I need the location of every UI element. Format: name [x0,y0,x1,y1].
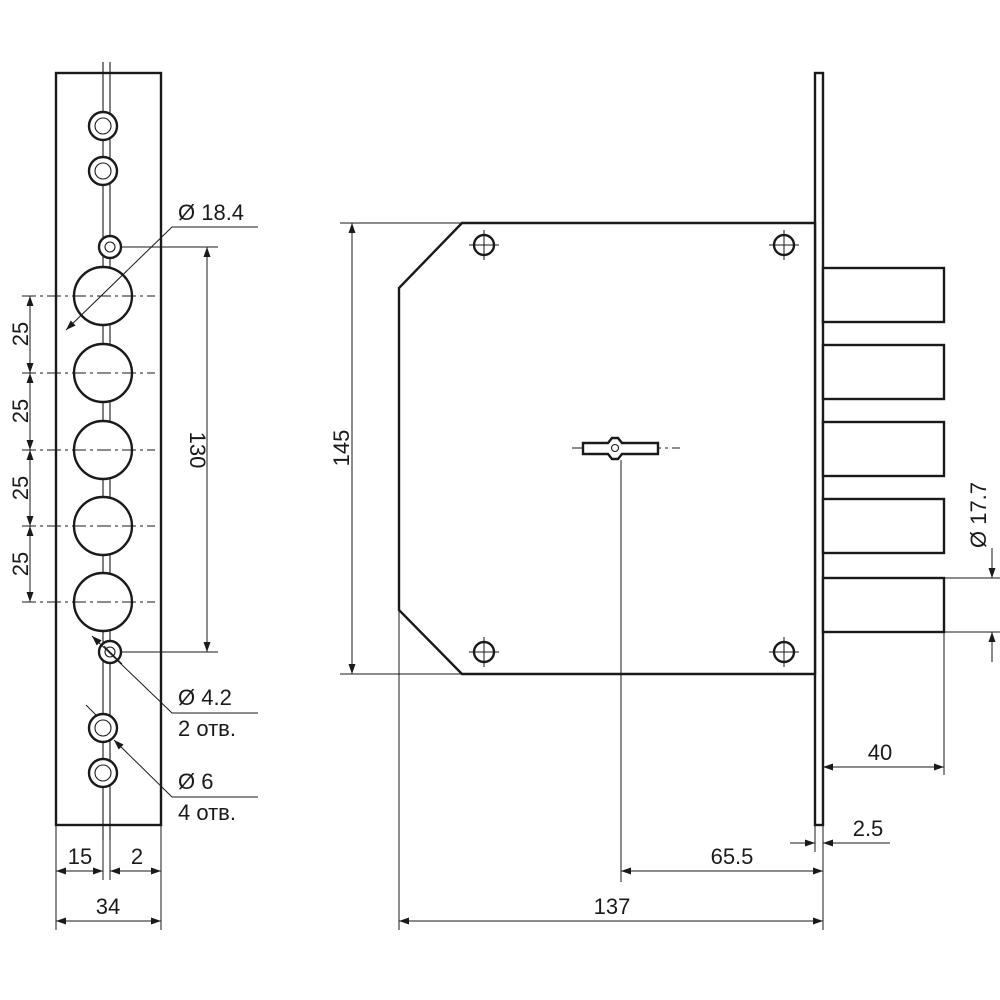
screw-hole-leader [113,739,258,798]
hole-diameter-leader [65,226,258,331]
mounting-hole [769,637,799,667]
faceplate-thickness-label: 2.5 [853,816,884,841]
width-right-label: 2 [131,844,143,869]
bolt [821,576,946,634]
pitch-total-label: 130 [185,432,210,469]
backset-label: 65.5 [711,844,754,869]
strike-plate-view: 25 25 25 25 130 Ø 18.4 Ø 4.2 2 отв. Ø 6 … [8,62,258,930]
small-hole-diameter-label: Ø 4.2 [178,685,232,710]
hole-diameter-label: Ø 18.4 [178,200,244,225]
spacing-label-3: 25 [8,476,33,500]
spacing-label-1: 25 [8,322,33,346]
depth-label: 137 [594,894,631,919]
screw-hole [87,757,119,789]
lock-body-view: 145 Ø 17.7 40 2.5 65.5 137 [329,71,1000,930]
bolt-projection-label: 40 [868,740,892,765]
mounting-hole [769,230,799,260]
screw-hole-count-label: 4 отв. [178,800,236,825]
bolt [821,497,946,555]
screw-hole [87,110,119,142]
screw-hole-diameter-label: Ø 6 [178,769,213,794]
bolt-diameter-label: Ø 17.7 [966,482,991,548]
width-left-label: 15 [68,844,92,869]
spacing-label-4: 25 [8,552,33,576]
small-hole [97,234,123,260]
bolt [821,266,946,324]
mounting-hole [469,230,499,260]
height-label: 145 [329,430,354,467]
width-total-label: 34 [96,894,120,919]
screw-hole [87,155,119,187]
keyhole [572,436,680,461]
spacing-label-2: 25 [8,399,33,423]
mounting-hole [469,637,499,667]
bolt [821,343,946,401]
small-hole-leader [91,635,258,714]
screw-hole [87,712,119,744]
small-hole-count-label: 2 отв. [178,716,236,741]
bolt [821,420,946,478]
